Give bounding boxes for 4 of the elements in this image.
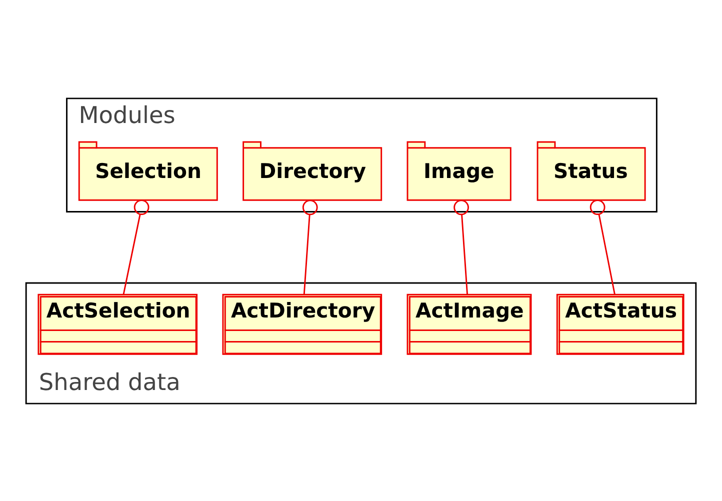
connector xyxy=(454,199,469,294)
connector xyxy=(590,199,616,294)
connector xyxy=(122,199,150,294)
connector xyxy=(302,199,318,294)
